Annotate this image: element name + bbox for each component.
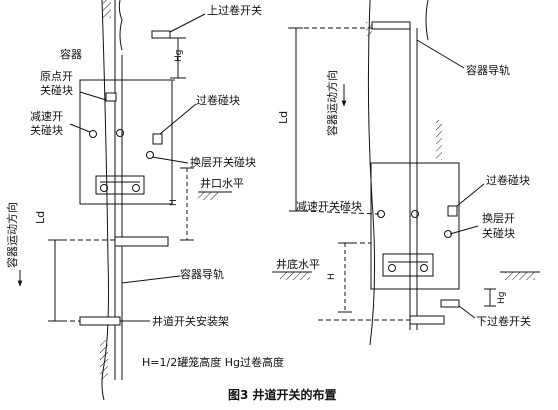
label-right-floor-change-block-1: 换层开	[482, 211, 515, 225]
label-shaft-top-level: 井口水平	[200, 176, 244, 190]
label-left-direction: 容器运动方向	[5, 202, 19, 268]
legend-note: H=1/2罐笼高度 Hg过卷高度	[142, 355, 284, 369]
label-lower-overtravel-switch: 下过卷开关	[476, 314, 531, 328]
label-left-hg: Hg	[174, 50, 184, 62]
label-switch-mount: 井道开关安装架	[152, 314, 229, 328]
label-left-floor-change-block: 换层开关碰块	[190, 155, 256, 169]
label-origin-switch-block-1: 原点开	[40, 70, 73, 83]
label-right-ld: Ld	[277, 111, 290, 124]
label-origin-switch-block-2: 关碰块	[40, 83, 73, 97]
upper-overtravel-switch	[151, 30, 171, 39]
label-right-decel-switch-block: 减速开关碰块	[296, 199, 362, 213]
label-container: 容器	[60, 47, 82, 61]
label-left-overtravel-block: 过卷碰块	[196, 93, 240, 107]
label-left-ld: Ld	[34, 211, 47, 224]
label-decel-switch-block-1: 减速开	[30, 110, 63, 123]
label-right-h: H	[327, 273, 337, 280]
label-left-guide-rail: 容器导轨	[180, 267, 224, 281]
figure-caption: 图3 井道开关的布置	[228, 387, 337, 402]
right-shaft	[272, 0, 540, 346]
label-right-hg: Hg	[497, 292, 507, 304]
left-shaft	[17, 0, 232, 401]
label-shaft-bottom-level: 井底水平	[276, 257, 320, 271]
label-decel-switch-block-2: 关碰块	[30, 123, 63, 137]
label-right-overtravel-block: 过卷碰块	[486, 173, 530, 187]
label-right-floor-change-block-2: 关碰块	[482, 226, 515, 240]
label-right-direction: 容器运动方向	[325, 70, 339, 136]
label-right-guide-rail: 容器导轨	[466, 63, 510, 77]
label-upper-overtravel-switch: 上过卷开关	[207, 3, 262, 17]
label-left-h: H	[169, 199, 179, 206]
right-container	[370, 162, 460, 290]
